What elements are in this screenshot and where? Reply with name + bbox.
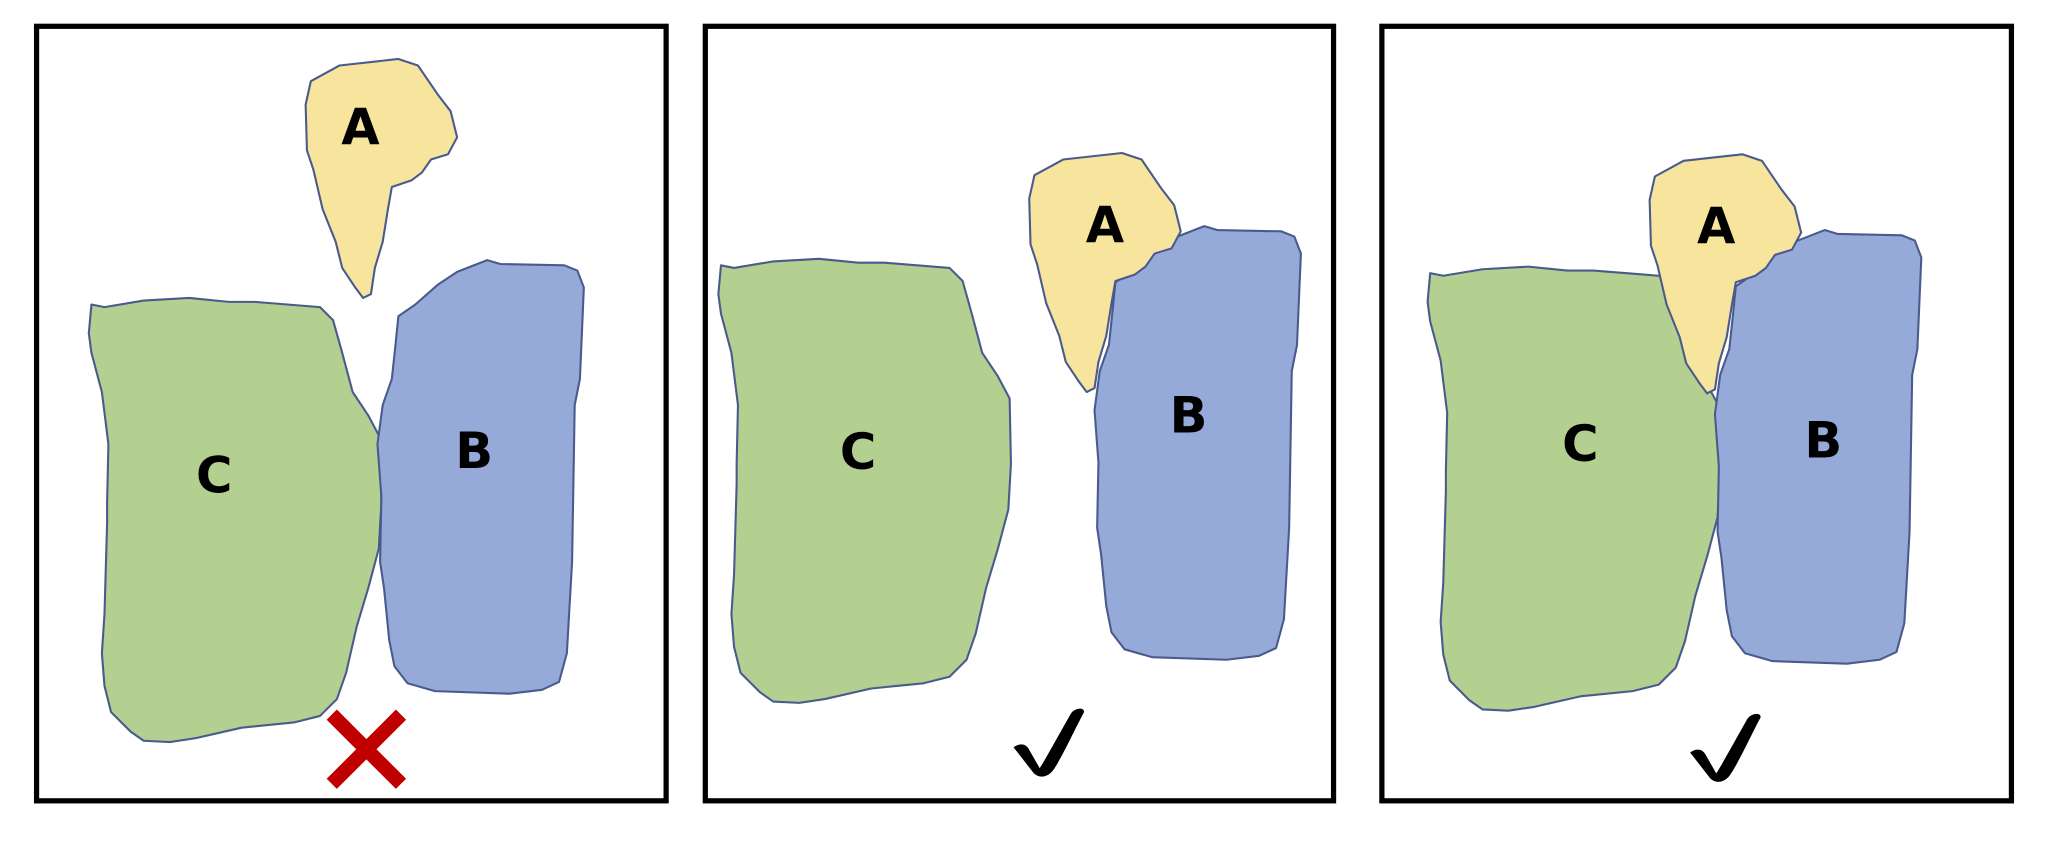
check-icon bbox=[1690, 713, 1761, 782]
label-a: A bbox=[1086, 196, 1125, 254]
label-a: A bbox=[341, 98, 380, 156]
piece-a: A bbox=[1648, 153, 1803, 395]
piece-b: B bbox=[376, 259, 585, 695]
panel-2: C B A bbox=[702, 23, 1337, 804]
piece-c: C bbox=[717, 257, 1012, 704]
label-c: C bbox=[1562, 415, 1598, 473]
piece-c: C bbox=[87, 296, 383, 744]
piece-a: A bbox=[1028, 151, 1182, 394]
label-a: A bbox=[1697, 197, 1736, 255]
piece-b: B bbox=[1093, 225, 1302, 661]
label-b: B bbox=[455, 422, 493, 480]
panel-3: C B A bbox=[1379, 23, 2015, 804]
panel-1: C B A bbox=[33, 23, 669, 804]
piece-a: A bbox=[304, 57, 459, 300]
check-icon bbox=[1013, 708, 1085, 777]
label-c: C bbox=[840, 423, 876, 481]
label-c: C bbox=[196, 447, 232, 505]
cross-icon bbox=[326, 709, 407, 789]
piece-b: B bbox=[1713, 229, 1923, 665]
piece-c: C bbox=[1426, 265, 1722, 712]
label-b: B bbox=[1170, 387, 1208, 445]
label-b: B bbox=[1804, 411, 1842, 469]
